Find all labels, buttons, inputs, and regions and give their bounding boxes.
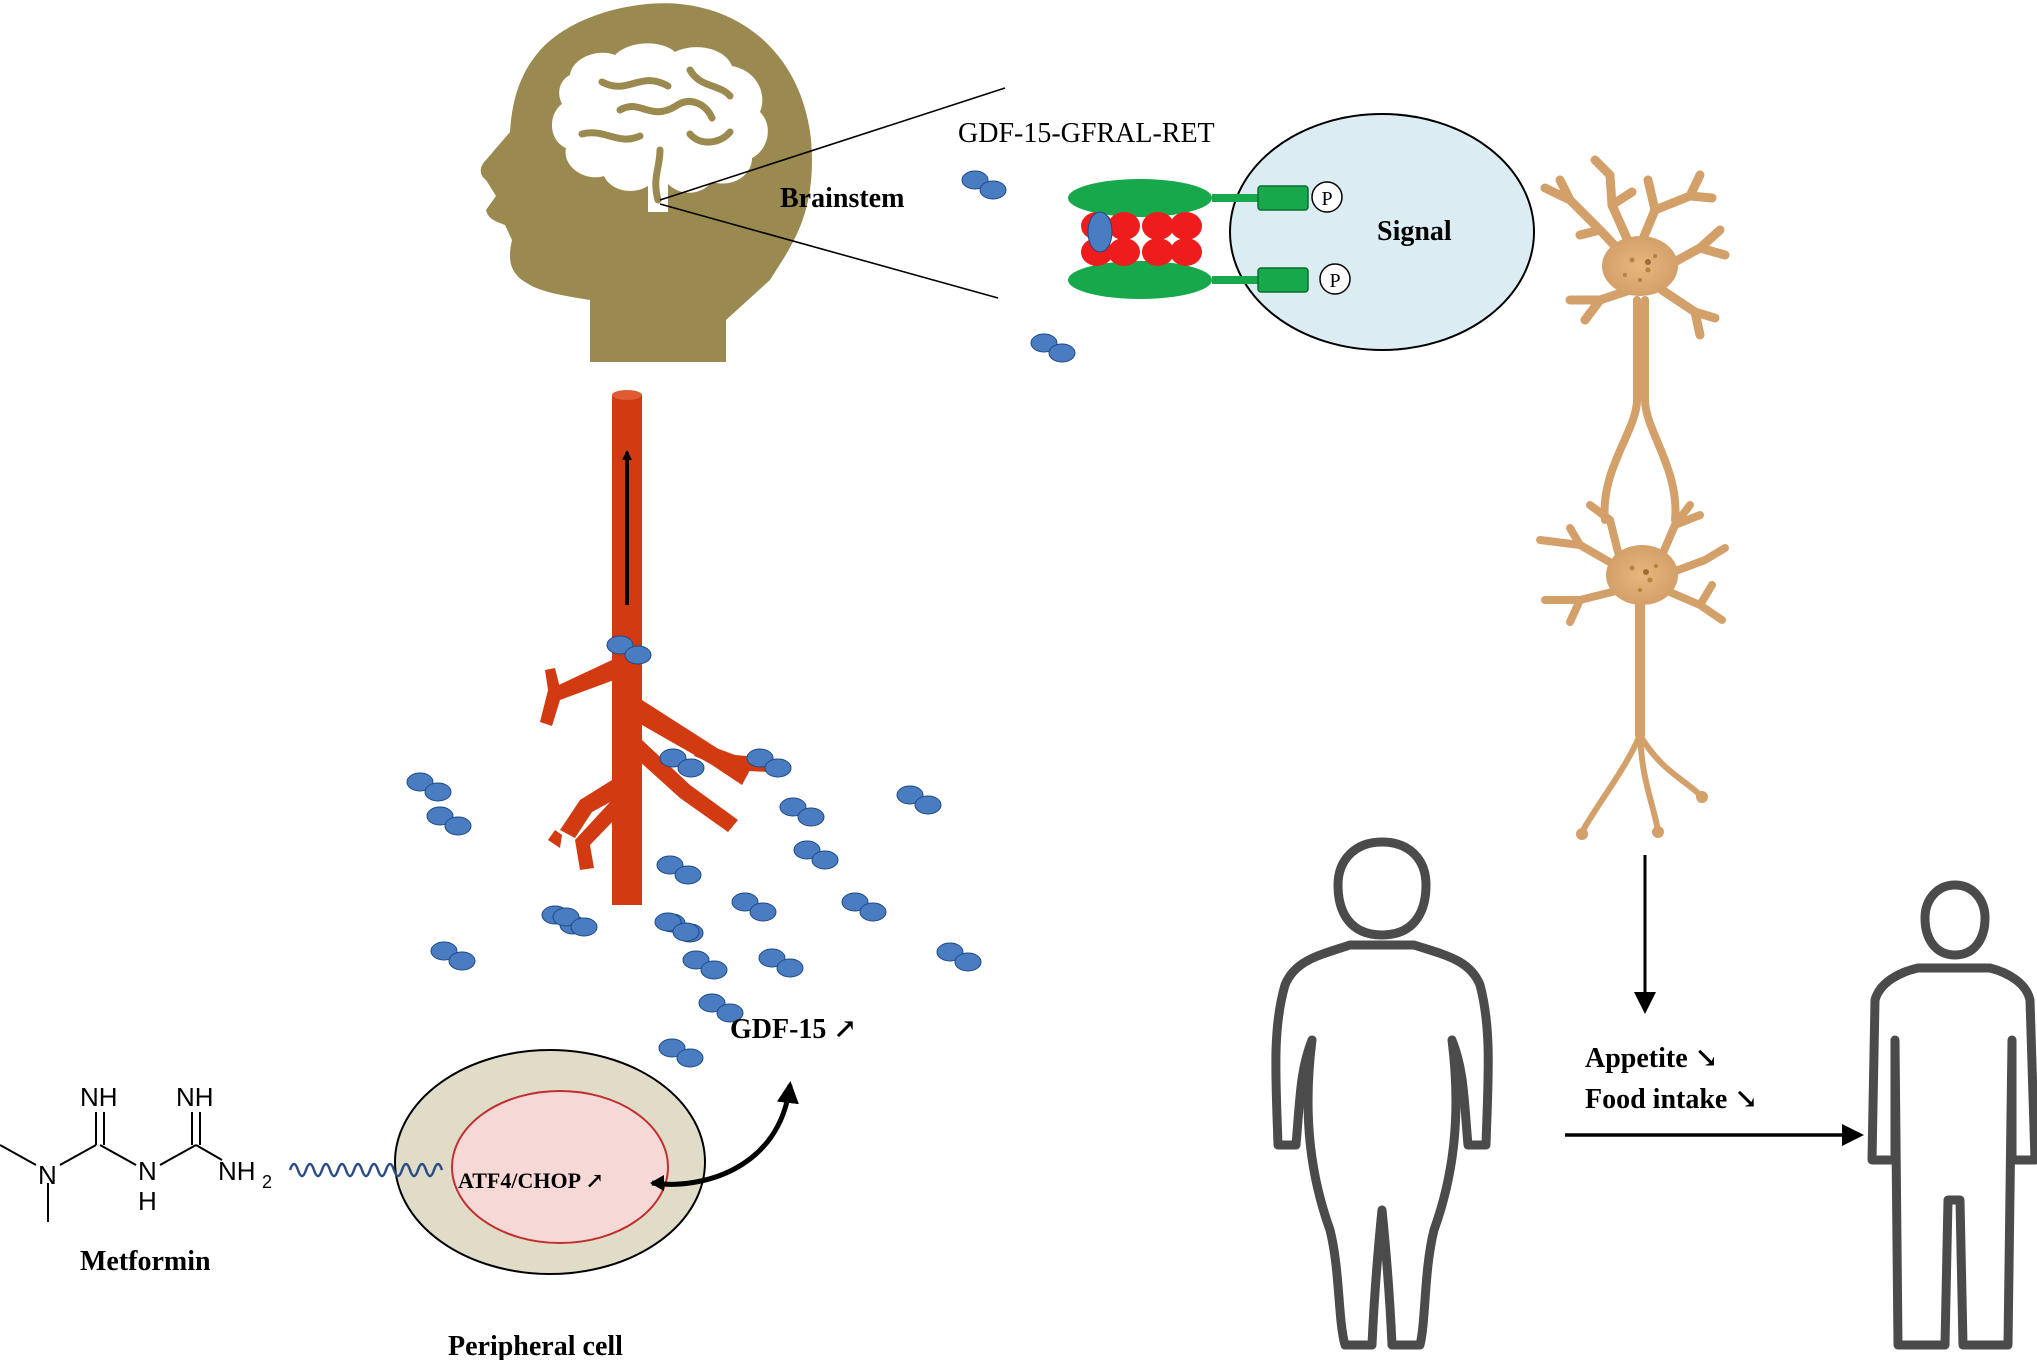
gdf15-label: GDF-15 ↗: [730, 1014, 857, 1045]
zoom-line-bottom: [659, 203, 999, 299]
gdf15-molecule: [430, 941, 476, 971]
metformin-wavy-line: [288, 1162, 444, 1178]
neuron-icon: [1536, 155, 1730, 835]
zoom-line-top: [659, 87, 1006, 201]
metformin-label: Metformin: [80, 1246, 211, 1277]
food-intake-label: Food intake ↘: [1585, 1084, 1758, 1115]
gdf15-molecule: [936, 942, 982, 972]
phospho-icon-1: P: [1311, 181, 1343, 213]
gdf15-molecule: [758, 948, 804, 978]
blood-vessel-icon: [540, 390, 770, 905]
svg-text:N: N: [38, 1160, 57, 1190]
svg-text:N: N: [138, 1156, 157, 1186]
gdf15-molecule: [1030, 333, 1076, 363]
gdf15-molecule: [961, 170, 1007, 200]
gdf15-molecule: [552, 907, 598, 937]
svg-text:NH: NH: [80, 1082, 118, 1112]
gdf15-molecule: [658, 1038, 704, 1068]
gdf15-molecule: [654, 912, 700, 942]
gdf15-molecule: [426, 806, 472, 836]
lean-person-icon: [1867, 880, 2037, 1350]
gdf15-molecule: [841, 892, 887, 922]
obese-person-icon: [1271, 837, 1493, 1350]
head-brain-icon: [480, 3, 812, 362]
brainstem-label: Brainstem: [780, 183, 904, 214]
metformin-structure: [0, 1112, 223, 1222]
svg-text:H: H: [138, 1186, 157, 1216]
neuron-soma-top: [1602, 236, 1678, 296]
neuron-terminals: [1576, 791, 1708, 840]
gdf15-molecule: [659, 748, 705, 778]
svg-text:NH: NH: [176, 1082, 214, 1112]
neuron-soma-bottom: [1606, 545, 1678, 605]
svg-text:NH: NH: [218, 1156, 256, 1186]
atf4-chop-label: ATF4/CHOP ↗: [458, 1168, 604, 1193]
gdf15-molecule: [896, 785, 942, 815]
metformin-atoms: NH NH N N H NH 2: [38, 1082, 272, 1216]
peripheral-cell: [394, 1049, 706, 1275]
gdf15-molecule: [779, 797, 825, 827]
svg-text:P: P: [1329, 270, 1340, 292]
gdf15-molecule: [731, 892, 777, 922]
peripheral-cell-label: Peripheral cell: [448, 1331, 623, 1360]
gdf15-molecule: [746, 748, 792, 778]
gdf15-molecule: [793, 840, 839, 870]
secretion-arrow: [651, 1081, 799, 1187]
gdf15-molecule: [606, 635, 652, 665]
gdf15-molecule: [406, 772, 452, 802]
svg-text:2: 2: [262, 1172, 272, 1192]
secretion-arrow-tail: [650, 1175, 664, 1191]
gdf15-molecule: [656, 855, 702, 885]
phospho-icon-2: P: [1319, 263, 1351, 295]
appetite-label: Appetite ↘: [1585, 1043, 1718, 1074]
gdf15-molecules: [406, 170, 1076, 1068]
gdf15-molecule: [698, 993, 744, 1023]
svg-text:P: P: [1321, 188, 1332, 210]
receptor-complex-label: GDF-15-GFRAL-RET: [958, 118, 1215, 149]
receptor-complex-icon: [1068, 179, 1309, 299]
gdf15-molecule: [682, 950, 728, 980]
signal-label: Signal: [1377, 216, 1452, 247]
